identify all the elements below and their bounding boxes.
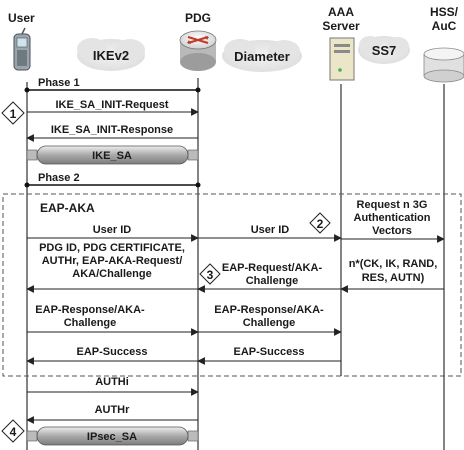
ikev2-label: IKEv2 — [93, 48, 129, 63]
step-1-marker: 1 — [1, 101, 25, 125]
phase2-label: Phase 2 — [38, 172, 80, 184]
eap-response-left-line-1: EAP-Response/AKA- — [35, 304, 145, 316]
eap-success-right-label: EAP-Success — [234, 346, 305, 358]
ipsec-sa-label: IPsec_SA — [87, 431, 137, 443]
ike-sa-tunnel: IKE_SA — [26, 145, 199, 165]
vectors-response-line-2: RES, AUTN) — [362, 272, 425, 284]
diameter-cloud: Diameter — [222, 39, 302, 72]
svg-text:4: 4 — [10, 425, 17, 439]
eap-request-challenge-line-2: Challenge — [246, 275, 299, 287]
hss-label-line1: HSS/ — [430, 5, 459, 19]
vectors-response-line-1: n*(CK, IK, RAND, — [349, 258, 438, 270]
eap-request-challenge-line-1: EAP-Request/AKA- — [222, 262, 323, 274]
step-4-marker: 4 — [1, 419, 25, 443]
request-vectors-label-1: Request n 3G — [357, 199, 428, 211]
ss7-label: SS7 — [372, 43, 397, 58]
pdg-block-line-1: PDG ID, PDG CERTIFICATE, — [39, 242, 185, 254]
server-icon — [329, 37, 355, 81]
user-id-label-right: User ID — [251, 224, 290, 236]
request-vectors-label-3: Vectors — [372, 225, 412, 237]
ike-init-response-label: IKE_SA_INIT-Response — [51, 124, 173, 136]
ikev2-cloud: IKEv2 — [77, 38, 145, 71]
step-3-marker: 3 — [199, 263, 221, 285]
svg-text:2: 2 — [317, 217, 324, 231]
ike-init-request-label: IKE_SA_INIT-Request — [55, 99, 168, 111]
user-id-label-left: User ID — [93, 224, 132, 236]
ss7-cloud: SS7 — [358, 36, 410, 64]
authr-label: AUTHr — [95, 404, 131, 416]
pdg-label: PDG — [185, 11, 211, 25]
ike-sa-label: IKE_SA — [92, 150, 132, 162]
request-vectors-label-2: Authentication — [354, 212, 431, 224]
eap-response-right-line-1: EAP-Response/AKA- — [214, 304, 324, 316]
eap-success-left-label: EAP-Success — [77, 346, 148, 358]
user-label: User — [8, 11, 35, 25]
aaa-label-line2: Server — [322, 19, 360, 33]
mobile-phone-icon — [13, 27, 31, 71]
hss-label-line2: AuC — [432, 19, 457, 33]
eap-aka-label: EAP-AKA — [40, 201, 95, 215]
pdg-block-line-3: AKA/Challenge — [72, 268, 151, 280]
database-icon — [423, 47, 464, 83]
pdg-block-line-2: AUTHr, EAP-AKA-Request/ — [42, 255, 183, 267]
eap-response-left-line-2: Challenge — [64, 317, 117, 329]
step-2-marker: 2 — [309, 212, 331, 234]
diameter-label: Diameter — [234, 49, 290, 64]
authi-label: AUTHi — [95, 376, 129, 388]
router-icon — [179, 30, 217, 71]
eap-response-right-line-2: Challenge — [243, 317, 296, 329]
svg-text:1: 1 — [10, 107, 17, 121]
eap-aka-box — [2, 193, 462, 377]
phase1-label: Phase 1 — [38, 77, 80, 89]
aaa-label-line1: AAA — [328, 5, 354, 19]
svg-text:3: 3 — [207, 268, 214, 282]
ipsec-sa-tunnel: IPsec_SA — [26, 426, 199, 446]
